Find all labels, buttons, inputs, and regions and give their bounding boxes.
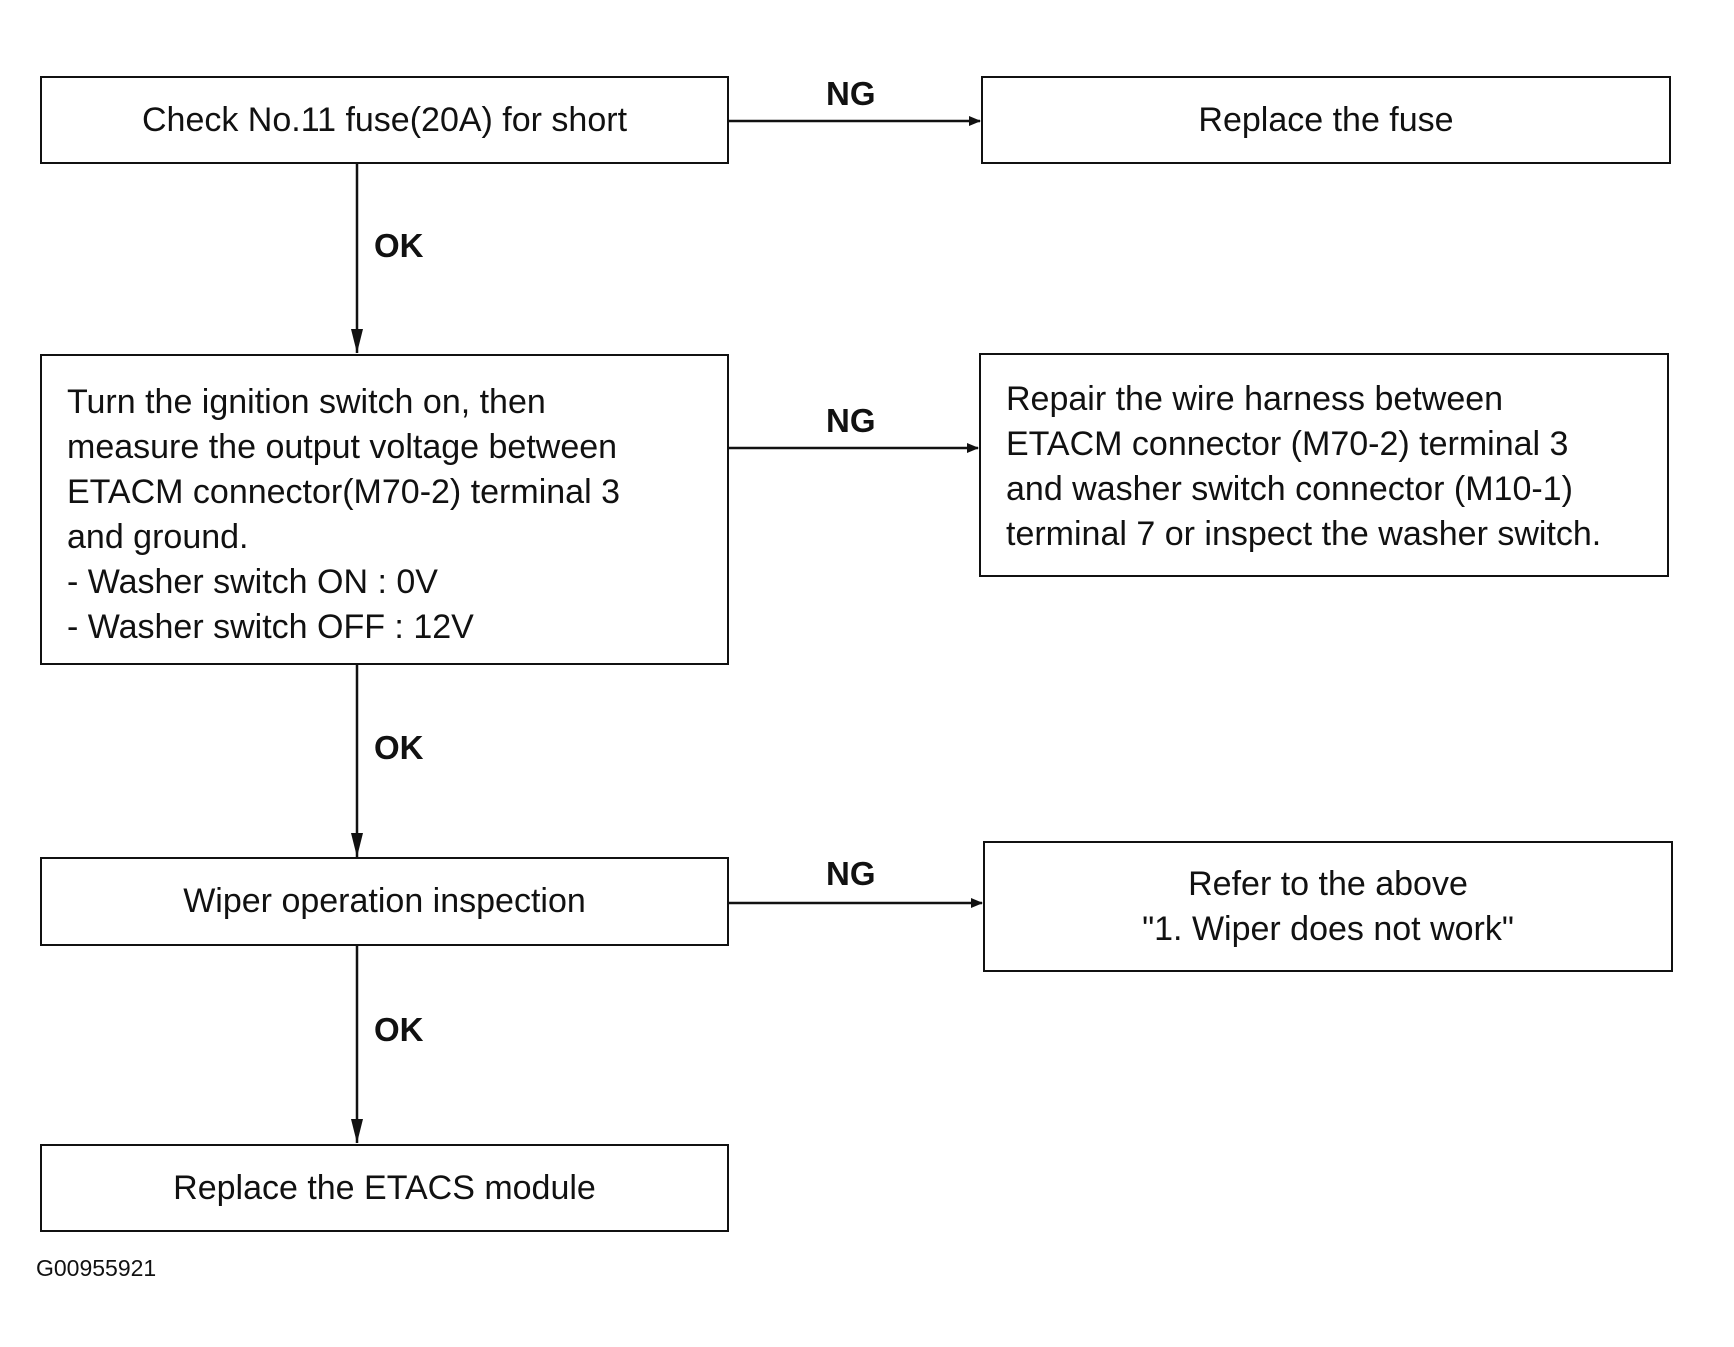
ng-label-voltage: NG (826, 402, 876, 439)
measure-voltage-line-4: and ground. (67, 518, 249, 556)
measure-voltage-box: Turn the ignition switch on, then measur… (40, 354, 729, 665)
measure-voltage-line-5: - Washer switch ON : 0V (67, 563, 438, 601)
check-fuse-box: Check No.11 fuse(20A) for short (40, 76, 729, 164)
refer-above-line-1: Refer to the above (1188, 864, 1468, 903)
ok-label-fuse: OK (374, 227, 424, 264)
repair-harness-line-1: Repair the wire harness between (1006, 380, 1504, 418)
ng-label-wiper: NG (826, 855, 876, 892)
wiper-inspection-text: Wiper operation inspection (183, 882, 586, 920)
repair-harness-line-4: terminal 7 or inspect the washer switch. (1006, 515, 1602, 553)
replace-fuse-box: Replace the fuse (981, 76, 1671, 164)
repair-harness-box: Repair the wire harness between ETACM co… (979, 353, 1669, 577)
measure-voltage-line-3: ETACM connector(M70-2) terminal 3 (67, 473, 620, 511)
wiper-inspection-box: Wiper operation inspection (40, 857, 729, 946)
figure-code: G00955921 (36, 1255, 157, 1281)
measure-voltage-line-6: - Washer switch OFF : 12V (67, 608, 474, 646)
measure-voltage-line-1: Turn the ignition switch on, then (67, 383, 546, 421)
replace-fuse-text: Replace the fuse (1198, 100, 1454, 139)
refer-above-box: Refer to the above "1. Wiper does not wo… (983, 841, 1673, 972)
replace-module-text: Replace the ETACS module (173, 1168, 596, 1207)
replace-module-box: Replace the ETACS module (40, 1144, 729, 1232)
ok-label-voltage: OK (374, 729, 424, 766)
repair-harness-line-3: and washer switch connector (M10-1) (1006, 470, 1573, 508)
check-fuse-text: Check No.11 fuse(20A) for short (141, 100, 628, 139)
measure-voltage-line-2: measure the output voltage between (67, 428, 618, 466)
ng-label-fuse: NG (826, 75, 876, 112)
repair-harness-line-2: ETACM connector (M70-2) terminal 3 (1006, 425, 1569, 463)
refer-above-line-2: "1. Wiper does not work" (1142, 909, 1514, 948)
ok-label-wiper: OK (374, 1011, 424, 1048)
